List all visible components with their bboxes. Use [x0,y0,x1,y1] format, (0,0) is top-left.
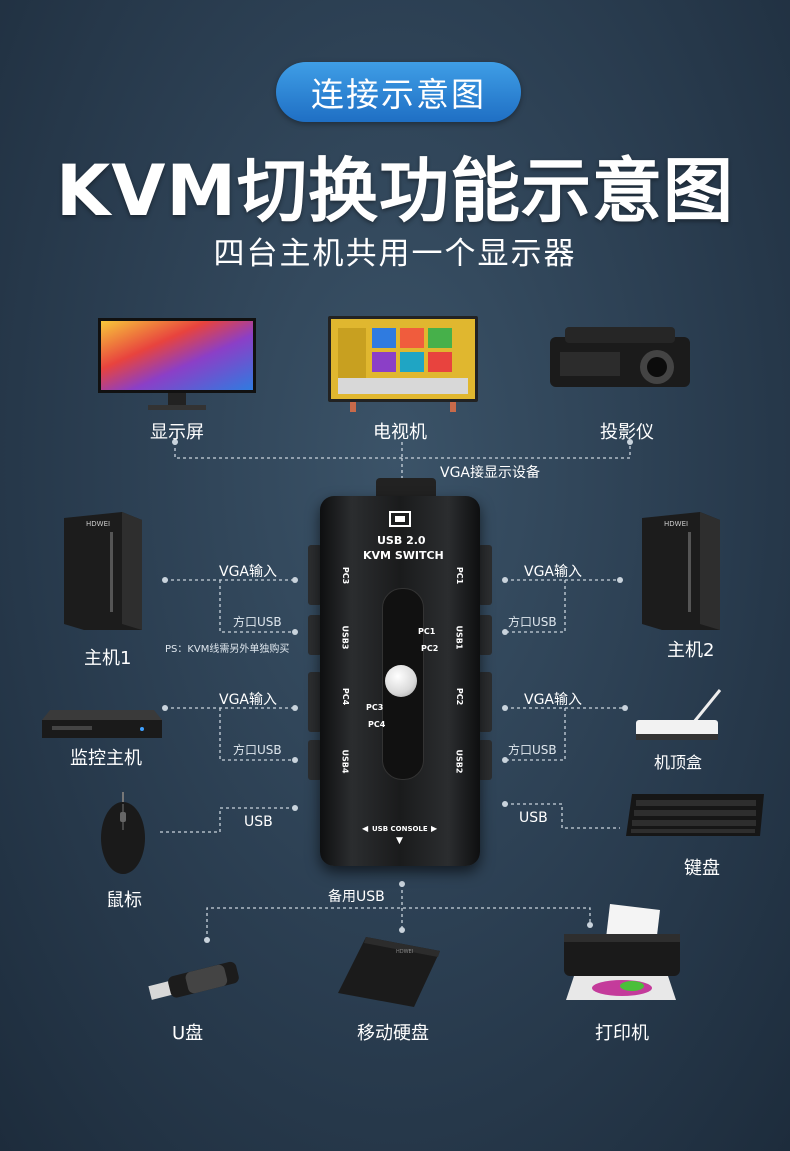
stb-usb-label: 方口USB [508,743,557,757]
kvm-port-usb4 [308,740,322,780]
kvm-port-pc1 [478,545,492,605]
kvm-usb-version: USB 2.0 [377,534,426,547]
kvm-led-pc4: PC4 [368,720,386,729]
external-hdd-label: 移动硬盘 [357,1023,429,1044]
kvm-port-usb3 [308,615,322,655]
host2-vga-label: VGA输入 [524,564,583,580]
page-subtitle: 四台主机共用一个显示器 [213,236,577,272]
dvr-image [42,710,162,738]
kvm-led-pc3: PC3 [366,703,384,712]
kvm-switch-name: KVM SWITCH [363,549,444,562]
kvm-left-arrow-icon: ◀ [362,824,369,833]
tv-label: 电视机 [373,422,427,443]
monitor-image [98,318,256,410]
kvm-port-usb1 [478,615,492,655]
mouse-usb-label: USB [244,814,273,830]
kvm-cable-note: PS：KVM线需另外单独购买 [165,644,290,655]
mouse-image [101,792,145,874]
projector-label: 投影仪 [600,422,654,443]
usb-drive-image [148,961,239,1000]
host1-pc-image: HDWEI [64,512,142,630]
host2-label: 主机2 [667,640,715,661]
kvm-side-usb4: USB4 [340,749,350,774]
kvm-vga-port-top [376,478,436,500]
kvm-switch-button[interactable] [385,665,417,697]
settop-box-image [636,689,722,740]
projector-image [550,327,690,387]
tv-image [328,316,478,412]
kvm-side-usb3: USB3 [340,625,350,650]
kvm-right-arrow-icon: ▶ [431,824,438,833]
kvm-led-pc2: PC2 [421,644,439,653]
usb-symbol-icon [389,511,411,527]
kvm-led-pc1: PC1 [418,627,436,636]
kvm-port-usb2 [478,740,492,780]
kvm-side-usb1: USB1 [454,625,464,650]
kvm-side-pc2: PC2 [455,687,465,706]
external-hdd-image: HDWEI [338,937,440,1007]
kvm-side-usb2: USB2 [454,749,464,774]
svg-text:HDWEI: HDWEI [86,520,110,528]
kvm-down-arrow-icon: ▼ [396,836,403,846]
monitor-label: 显示屏 [150,422,204,443]
printer-image [564,904,680,1000]
dvr-label: 监控主机 [70,748,142,769]
settop-box-label: 机顶盒 [654,753,703,772]
host2-pc-image: HDWEI [642,512,720,630]
dvr-vga-label: VGA输入 [219,692,278,708]
svg-text:HDWEI: HDWEI [664,520,688,528]
stb-vga-label: VGA输入 [524,692,583,708]
kvm-side-pc1: PC1 [455,566,465,585]
kvm-side-pc4: PC4 [341,687,351,706]
mouse-label: 鼠标 [106,890,142,911]
kvm-port-pc3 [308,545,322,605]
kvm-port-pc2 [478,672,492,732]
printer-label: 打印机 [595,1023,649,1044]
host2-usb-label: 方口USB [508,615,557,629]
vga-out-label: VGA接显示设备 [440,465,541,481]
usb-drive-label: U盘 [172,1023,204,1044]
kvm-side-pc3: PC3 [341,566,351,585]
section-pill: 连接示意图 [276,62,521,122]
kvm-port-pc4 [308,672,322,732]
svg-text:HDWEI: HDWEI [396,949,413,955]
keyboard-usb-label: USB [519,810,548,826]
dvr-usb-label: 方口USB [233,743,282,757]
section-pill-label: 连接示意图 [311,75,486,114]
kvm-console-label: USB CONSOLE [372,825,428,833]
page-title: KVM切换功能示意图 [55,150,735,232]
keyboard-label: 键盘 [684,858,720,879]
host1-label: 主机1 [84,648,132,669]
keyboard-image [626,794,764,836]
host1-vga-label: VGA输入 [219,564,278,580]
host1-usb-label: 方口USB [233,615,282,629]
spare-usb-label: 备用USB [328,889,385,905]
